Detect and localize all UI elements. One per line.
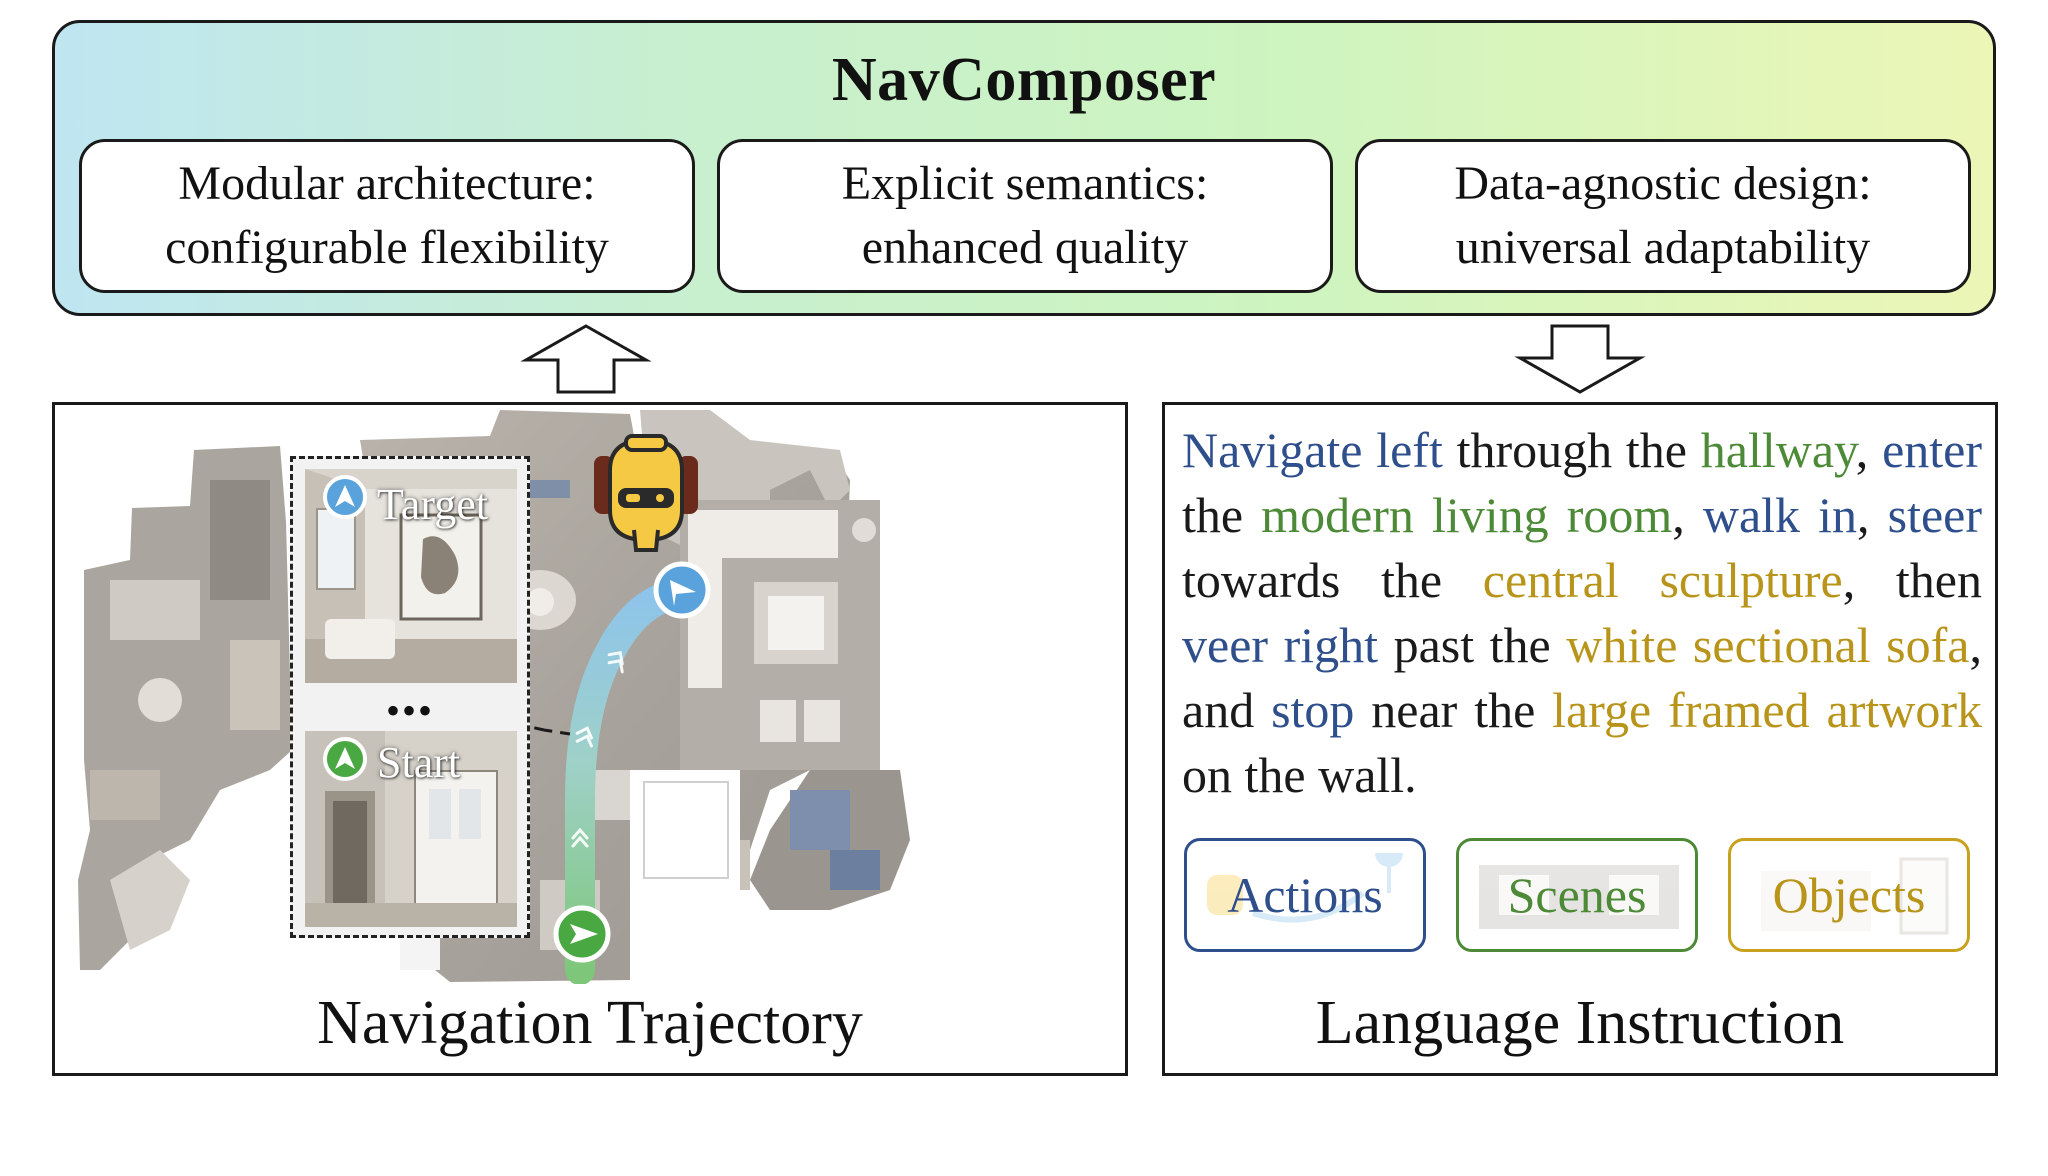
ellipsis-separator: ••• — [385, 688, 434, 733]
instruction-object-phrase: central sculpture — [1482, 552, 1843, 608]
scenes-tag: Scenes — [1456, 838, 1698, 952]
left-wing-rooms — [78, 446, 292, 970]
objects-tag: Objects — [1728, 838, 1970, 952]
feature-subheading: enhanced quality — [861, 221, 1189, 274]
robot-route-icon — [1207, 853, 1403, 923]
instruction-text: Navigate left through the hallway, enter… — [1182, 418, 1982, 808]
observation-inset: Target ••• Start — [290, 456, 530, 938]
instruction-action-phrase: enter — [1882, 422, 1982, 478]
objects-tag-label: Objects — [1772, 867, 1926, 923]
actions-tag-label: Actions — [1227, 867, 1383, 923]
instruction-action-phrase: walk in — [1702, 487, 1858, 543]
feature-modular-architecture: Modular architecture: configurable flexi… — [79, 139, 695, 293]
navcomposer-banner: NavComposer Modular architecture: config… — [52, 20, 1996, 316]
instruction-plain-phrase: near the — [1354, 682, 1553, 738]
instruction-scene-phrase: modern living room — [1261, 487, 1673, 543]
stairwell — [630, 770, 740, 890]
instruction-plain-phrase: , — [1855, 422, 1883, 478]
instruction-plain-phrase: on the wall. — [1182, 682, 1995, 803]
feature-data-agnostic-design: Data-agnostic design: universal adaptabi… — [1355, 139, 1971, 293]
language-instruction-caption: Language Instruction — [1315, 989, 1845, 1057]
target-view-label: Target — [377, 480, 488, 529]
instruction-plain-phrase: , — [1857, 487, 1888, 543]
trajectory-path — [565, 579, 693, 984]
feature-subheading: universal adaptability — [1455, 221, 1871, 274]
target-marker-icon — [653, 561, 711, 619]
robot-agent-icon — [594, 434, 698, 552]
instruction-plain-phrase: through the — [1442, 422, 1701, 478]
room-layout-icon — [1479, 865, 1679, 929]
start-marker-icon — [553, 905, 611, 963]
down-arrow-icon — [1514, 324, 1646, 394]
dashed-connector — [543, 728, 571, 736]
instruction-action-phrase: Navigate left — [1182, 422, 1443, 478]
feature-heading: Modular architecture: — [178, 157, 596, 210]
feature-subheading: configurable flexibility — [165, 221, 609, 274]
path-chevrons — [571, 650, 624, 848]
navigation-trajectory-caption: Navigation Trajectory — [317, 989, 863, 1057]
feature-heading: Data-agnostic design: — [1454, 157, 1872, 210]
scenes-tag-label: Scenes — [1507, 867, 1647, 923]
feature-heading: Explicit semantics: — [841, 157, 1209, 210]
target-view-image — [305, 469, 517, 683]
banner-title: NavComposer — [831, 46, 1217, 114]
actions-tag: Actions — [1184, 838, 1426, 952]
instruction-plain-phrase: the — [1182, 422, 1995, 543]
instruction-plain-phrase: past the — [1378, 617, 1567, 673]
instruction-plain-phrase: , and — [1182, 617, 1995, 738]
instruction-object-phrase: large framed artwork — [1552, 682, 1982, 738]
house-floorplan-map — [78, 410, 910, 984]
start-view-image — [305, 731, 517, 927]
start-view-label: Start — [377, 738, 461, 787]
instruction-plain-phrase: towards the — [1182, 487, 1995, 608]
instruction-plain-phrase: , then — [1842, 552, 1995, 608]
feature-explicit-semantics: Explicit semantics: enhanced quality — [717, 139, 1333, 293]
up-arrow-icon — [520, 324, 652, 394]
language-instruction-panel — [1162, 402, 1998, 1076]
instruction-action-phrase: steer — [1887, 487, 1982, 543]
framed-artwork-icon — [1761, 857, 1949, 935]
instruction-scene-phrase: hallway — [1700, 422, 1856, 478]
instruction-action-phrase: veer right — [1182, 617, 1379, 673]
instruction-plain-phrase: , — [1672, 487, 1703, 543]
instruction-action-phrase: stop — [1271, 682, 1355, 738]
instruction-object-phrase: white sectional sofa — [1566, 617, 1970, 673]
